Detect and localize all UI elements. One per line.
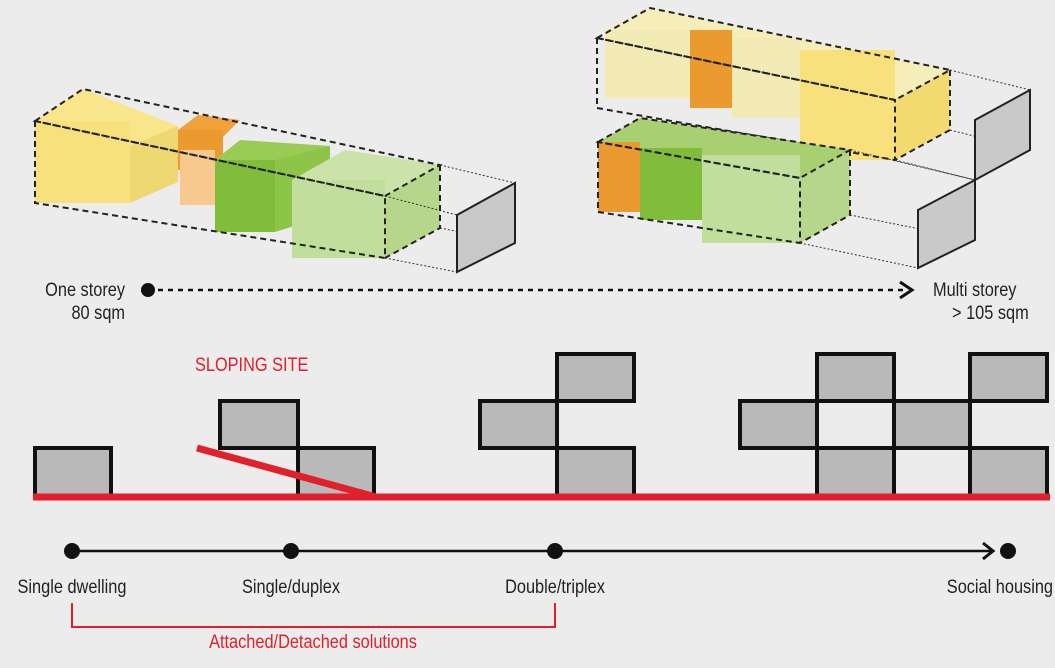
bracket-label: Attached/Detached solutions bbox=[209, 631, 417, 652]
stop-label-1: Single dwelling bbox=[18, 576, 127, 597]
box-single-dwelling bbox=[33, 446, 113, 498]
timeline-dot-2 bbox=[283, 543, 299, 559]
timeline-dot-1 bbox=[64, 543, 80, 559]
box-social-5 bbox=[815, 446, 896, 498]
timeline-dot-3 bbox=[547, 543, 563, 559]
upper-pale-block-2 bbox=[732, 38, 800, 118]
box-triplex-base bbox=[555, 446, 636, 498]
upper-yellow-block bbox=[800, 50, 895, 160]
attached-bracket bbox=[71, 603, 556, 628]
projection-lines bbox=[384, 164, 516, 273]
stop-label-3: Double/triplex bbox=[505, 576, 605, 597]
multi-storey-area: > 105 sqm bbox=[952, 302, 1029, 323]
one-storey-area: 80 sqm bbox=[71, 302, 125, 323]
lower-orange-block bbox=[598, 142, 640, 212]
lower-green-block bbox=[640, 148, 702, 220]
axis-start-dot bbox=[141, 283, 155, 297]
timeline-arrowhead bbox=[982, 541, 996, 561]
section-panel-lower bbox=[917, 178, 976, 270]
box-social-6 bbox=[968, 446, 1049, 498]
multi-storey-label: Multi storey bbox=[933, 279, 1017, 300]
axis-arrowhead bbox=[899, 280, 915, 300]
box-social-2 bbox=[968, 352, 1049, 403]
section-panel bbox=[456, 181, 516, 274]
box-slope-upper bbox=[218, 399, 300, 450]
section-boxes bbox=[33, 352, 1049, 498]
one-storey-label: One storey bbox=[45, 279, 125, 300]
section-panel-upper bbox=[974, 88, 1031, 182]
multi-storey-volumes bbox=[594, 6, 1031, 270]
typology-timeline bbox=[64, 541, 1016, 561]
sloping-site-label: SLOPING SITE bbox=[195, 354, 309, 375]
lower-light-green-block bbox=[702, 155, 800, 243]
stop-label-2: Single/duplex bbox=[242, 576, 340, 597]
box-triplex-mid bbox=[478, 399, 559, 450]
upper-pale-block bbox=[605, 30, 690, 98]
box-social-1 bbox=[815, 352, 896, 403]
timeline-dot-4 bbox=[1000, 543, 1016, 559]
storey-scale-axis bbox=[141, 280, 915, 300]
upper-orange-block bbox=[690, 30, 732, 108]
yellow-block-side bbox=[130, 126, 178, 203]
box-social-3 bbox=[738, 399, 819, 450]
multi-projection-lines bbox=[799, 69, 1031, 269]
box-social-4 bbox=[892, 399, 972, 450]
one-storey-volumes bbox=[32, 87, 516, 274]
yellow-block-top bbox=[35, 89, 178, 146]
yellow-block-front bbox=[35, 121, 130, 203]
green-block-front bbox=[215, 160, 275, 232]
box-triplex-top bbox=[555, 352, 636, 403]
light-green-front bbox=[292, 180, 385, 258]
sloping-ground-line bbox=[196, 444, 377, 501]
lower-side bbox=[800, 150, 850, 243]
stop-label-4: Social housing bbox=[947, 576, 1053, 597]
